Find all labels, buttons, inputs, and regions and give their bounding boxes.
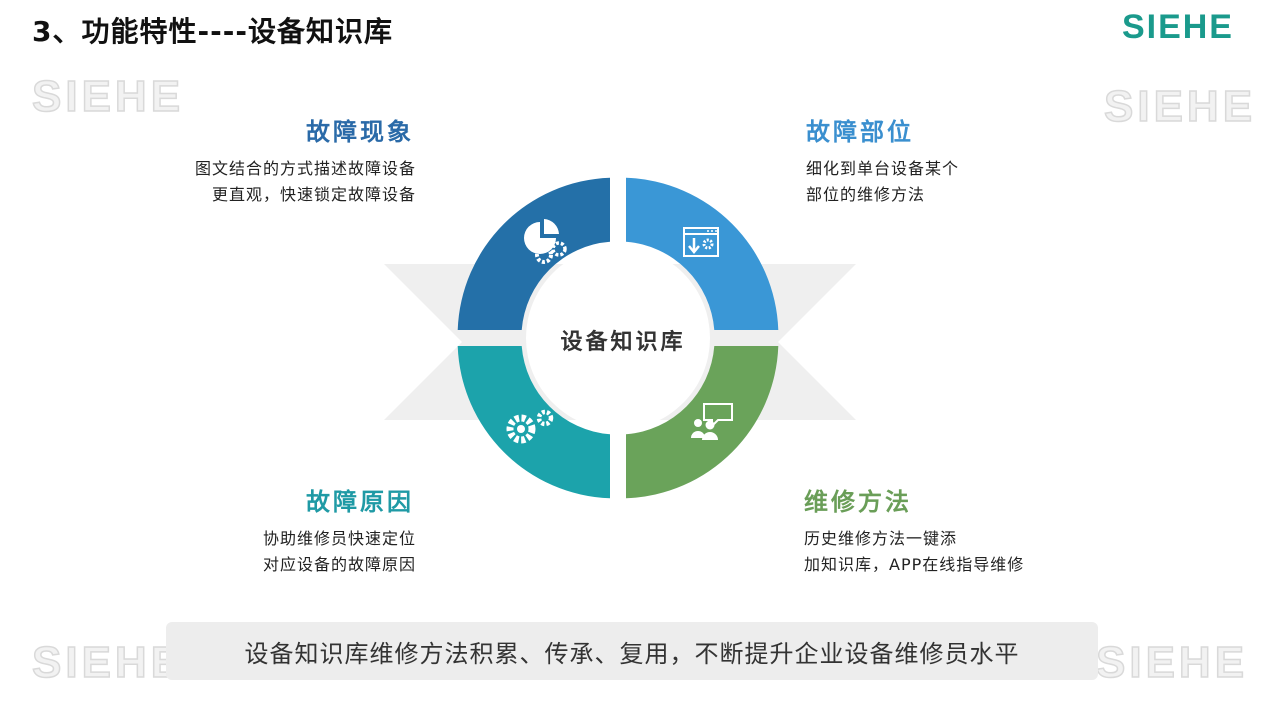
heading-repair-method: 维修方法 — [804, 488, 912, 516]
desc-line: 历史维修方法一键添 — [804, 529, 958, 548]
desc-line: 细化到单台设备某个 — [806, 159, 960, 178]
quadrant-bottom-left — [457, 346, 610, 499]
desc-line: 加知识库，APP在线指导维修 — [804, 555, 1025, 574]
quadrant-top-left — [457, 177, 610, 330]
desc-fault-phenomenon: 图文结合的方式描述故障设备 更直观，快速锁定故障设备 — [195, 156, 416, 208]
watermark-logo: SIEHE — [31, 71, 185, 122]
pie-chart-gears-icon — [524, 219, 567, 264]
heading-fault-phenomenon: 故障现象 — [306, 118, 414, 146]
desc-line: 对应设备的故障原因 — [262, 555, 416, 574]
window-download-gear-icon — [683, 227, 719, 257]
heading-fault-cause: 故障原因 — [306, 488, 414, 516]
desc-line: 更直观，快速锁定故障设备 — [211, 185, 416, 204]
slide-title: 3、功能特性----设备知识库 — [32, 15, 393, 48]
gears-icon — [506, 409, 554, 444]
summary-banner: 设备知识库维修方法积累、传承、复用，不断提升企业设备维修员水平 — [166, 622, 1098, 680]
quadrant-top-right — [626, 177, 779, 330]
center-label: 设备知识库 — [560, 330, 686, 355]
desc-line: 部位的维修方法 — [806, 185, 926, 204]
desc-line: 协助维修员快速定位 — [262, 529, 416, 548]
watermark-logo: SIEHE — [31, 637, 185, 688]
brand-logo: SIEHE — [1121, 8, 1234, 46]
watermark-logo: SIEHE — [1103, 81, 1257, 132]
heading-fault-location: 故障部位 — [806, 118, 914, 146]
quadrant-bottom-right — [626, 346, 779, 499]
people-chat-icon — [691, 403, 733, 440]
watermark-logo: SIEHE — [1095, 637, 1249, 688]
center-disc — [526, 246, 710, 430]
desc-fault-location: 细化到单台设备某个 部位的维修方法 — [806, 156, 959, 208]
desc-repair-method: 历史维修方法一键添 加知识库，APP在线指导维修 — [804, 526, 1024, 578]
desc-line: 图文结合的方式描述故障设备 — [194, 159, 416, 178]
desc-fault-cause: 协助维修员快速定位 对应设备的故障原因 — [263, 526, 416, 578]
